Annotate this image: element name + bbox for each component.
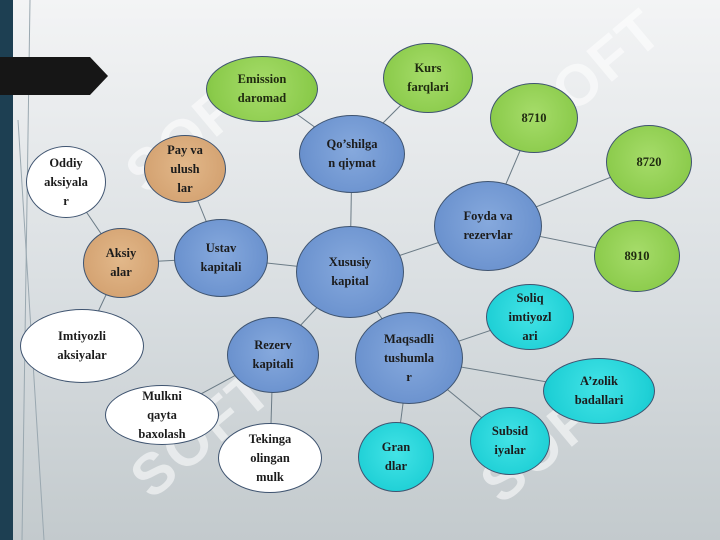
node-label-line: qayta bbox=[147, 407, 177, 422]
node-label-line: Xususiy bbox=[328, 255, 372, 269]
node-label-line: r bbox=[406, 369, 412, 384]
node-label-line: olingan bbox=[250, 450, 290, 465]
left-accent-bar bbox=[0, 0, 13, 540]
node-payulush: Pay va ulush lar bbox=[144, 135, 226, 203]
node-label-line: mulk bbox=[256, 469, 284, 484]
node-label-line: kapitali bbox=[200, 260, 242, 274]
node-label-line: Gran bbox=[381, 440, 411, 454]
node-label-line: Pay va bbox=[167, 142, 203, 157]
node-ustav: Ustav kapitali bbox=[174, 219, 268, 297]
node-label: Subsid iyalar bbox=[488, 422, 532, 460]
node-label: Soliq imtiyozl ari bbox=[504, 289, 555, 346]
node-label-line: Oddiy bbox=[49, 155, 83, 170]
node-label-line: Mulkni bbox=[142, 388, 182, 403]
node-foyda: Foyda va rezervlar bbox=[434, 181, 542, 271]
node-label-line: 8720 bbox=[636, 154, 662, 169]
node-label-line: alar bbox=[110, 265, 132, 279]
node-label-line: lar bbox=[177, 180, 193, 195]
node-label-line: baxolash bbox=[138, 426, 186, 441]
node-label-line: imtiyozl bbox=[508, 309, 552, 324]
title-arrow-tab bbox=[0, 57, 108, 95]
node-aksiyalar: Aksiy alar bbox=[83, 228, 159, 298]
node-label: Imtiyozli aksiyalar bbox=[53, 327, 110, 365]
node-n8710: 8710 bbox=[490, 83, 578, 153]
node-tekinga: Tekinga olingan mulk bbox=[218, 423, 322, 493]
node-label-line: Qo’shilga bbox=[326, 137, 378, 151]
node-rezerv: Rezerv kapitali bbox=[227, 317, 319, 393]
node-label-line: Maqsadli bbox=[383, 331, 434, 346]
node-label-line: ari bbox=[522, 328, 538, 343]
node-oddiy: Oddiy aksiyala r bbox=[26, 146, 106, 218]
node-label: Mulkni qayta baxolash bbox=[134, 387, 189, 444]
node-label: Gran dlar bbox=[378, 438, 414, 476]
node-label: Ustav kapitali bbox=[197, 239, 246, 277]
node-label-line: farqlari bbox=[407, 80, 449, 94]
node-label: Oddiy aksiyala r bbox=[40, 154, 92, 211]
node-label-line: Aksiy bbox=[105, 246, 137, 260]
node-soliq: Soliq imtiyozl ari bbox=[486, 284, 574, 350]
node-label-line: n qiymat bbox=[328, 156, 376, 170]
node-label-line: iyalar bbox=[494, 443, 526, 457]
node-label: A’zolik badallari bbox=[571, 372, 628, 410]
node-label: Rezerv kapitali bbox=[249, 336, 298, 374]
node-label-line: Soliq bbox=[516, 290, 544, 305]
node-label-line: Emission bbox=[237, 72, 287, 86]
node-label-line: Imtiyozli bbox=[58, 329, 106, 343]
node-label: Maqsadli tushumla r bbox=[380, 330, 438, 387]
node-xususiy: Xususiy kapital bbox=[296, 226, 404, 318]
node-label-line: kapitali bbox=[252, 357, 294, 371]
node-label: Aksiy alar bbox=[102, 244, 141, 282]
node-label-line: Ustav bbox=[205, 241, 237, 255]
node-label: Foyda va rezervlar bbox=[459, 207, 516, 245]
node-label: 8720 bbox=[633, 153, 666, 172]
node-label-line: Rezerv bbox=[254, 338, 292, 352]
node-label-line: kapital bbox=[331, 274, 369, 288]
node-label-line: A’zolik bbox=[580, 374, 618, 388]
node-kurs: Kurs farqlari bbox=[383, 43, 473, 113]
node-label-line: ulush bbox=[170, 161, 200, 176]
node-label-line: aksiyala bbox=[44, 174, 88, 189]
node-label: Xususiy kapital bbox=[325, 253, 375, 291]
node-label: Tekinga olingan mulk bbox=[245, 430, 296, 487]
node-label: Emission daromad bbox=[234, 70, 291, 108]
node-label-line: badallari bbox=[574, 393, 624, 407]
node-label-line: rezervlar bbox=[463, 228, 513, 242]
node-label-line: tushumla bbox=[383, 350, 435, 365]
node-label-line: aksiyalar bbox=[57, 348, 107, 362]
node-subsid: Subsid iyalar bbox=[470, 407, 550, 475]
node-label: 8710 bbox=[518, 109, 551, 128]
node-n8910: 8910 bbox=[594, 220, 680, 292]
node-mulkni: Mulkni qayta baxolash bbox=[105, 385, 219, 445]
node-label-line: Foyda va bbox=[463, 209, 513, 223]
node-azolik: A’zolik badallari bbox=[543, 358, 655, 424]
node-label: Kurs farqlari bbox=[403, 59, 452, 97]
node-emission: Emission daromad bbox=[206, 56, 318, 122]
node-label-line: Kurs bbox=[414, 61, 442, 75]
node-label-line: Tekinga bbox=[248, 431, 292, 446]
node-label-line: daromad bbox=[237, 91, 287, 105]
node-imtiyozli: Imtiyozli aksiyalar bbox=[20, 309, 144, 383]
node-label-line: dlar bbox=[384, 459, 408, 473]
node-n8720: 8720 bbox=[606, 125, 692, 199]
node-label-line: Subsid bbox=[491, 424, 529, 438]
node-maqsadli: Maqsadli tushumla r bbox=[355, 312, 463, 404]
node-label: 8910 bbox=[621, 247, 654, 266]
node-label-line: 8710 bbox=[521, 110, 547, 125]
node-label-line: r bbox=[63, 193, 69, 208]
node-label-line: 8910 bbox=[624, 248, 650, 263]
node-grant: Gran dlar bbox=[358, 422, 434, 492]
node-qoshilgan: Qo’shilga n qiymat bbox=[299, 115, 405, 193]
node-label: Pay va ulush lar bbox=[163, 141, 207, 198]
node-label: Qo’shilga n qiymat bbox=[323, 135, 382, 173]
